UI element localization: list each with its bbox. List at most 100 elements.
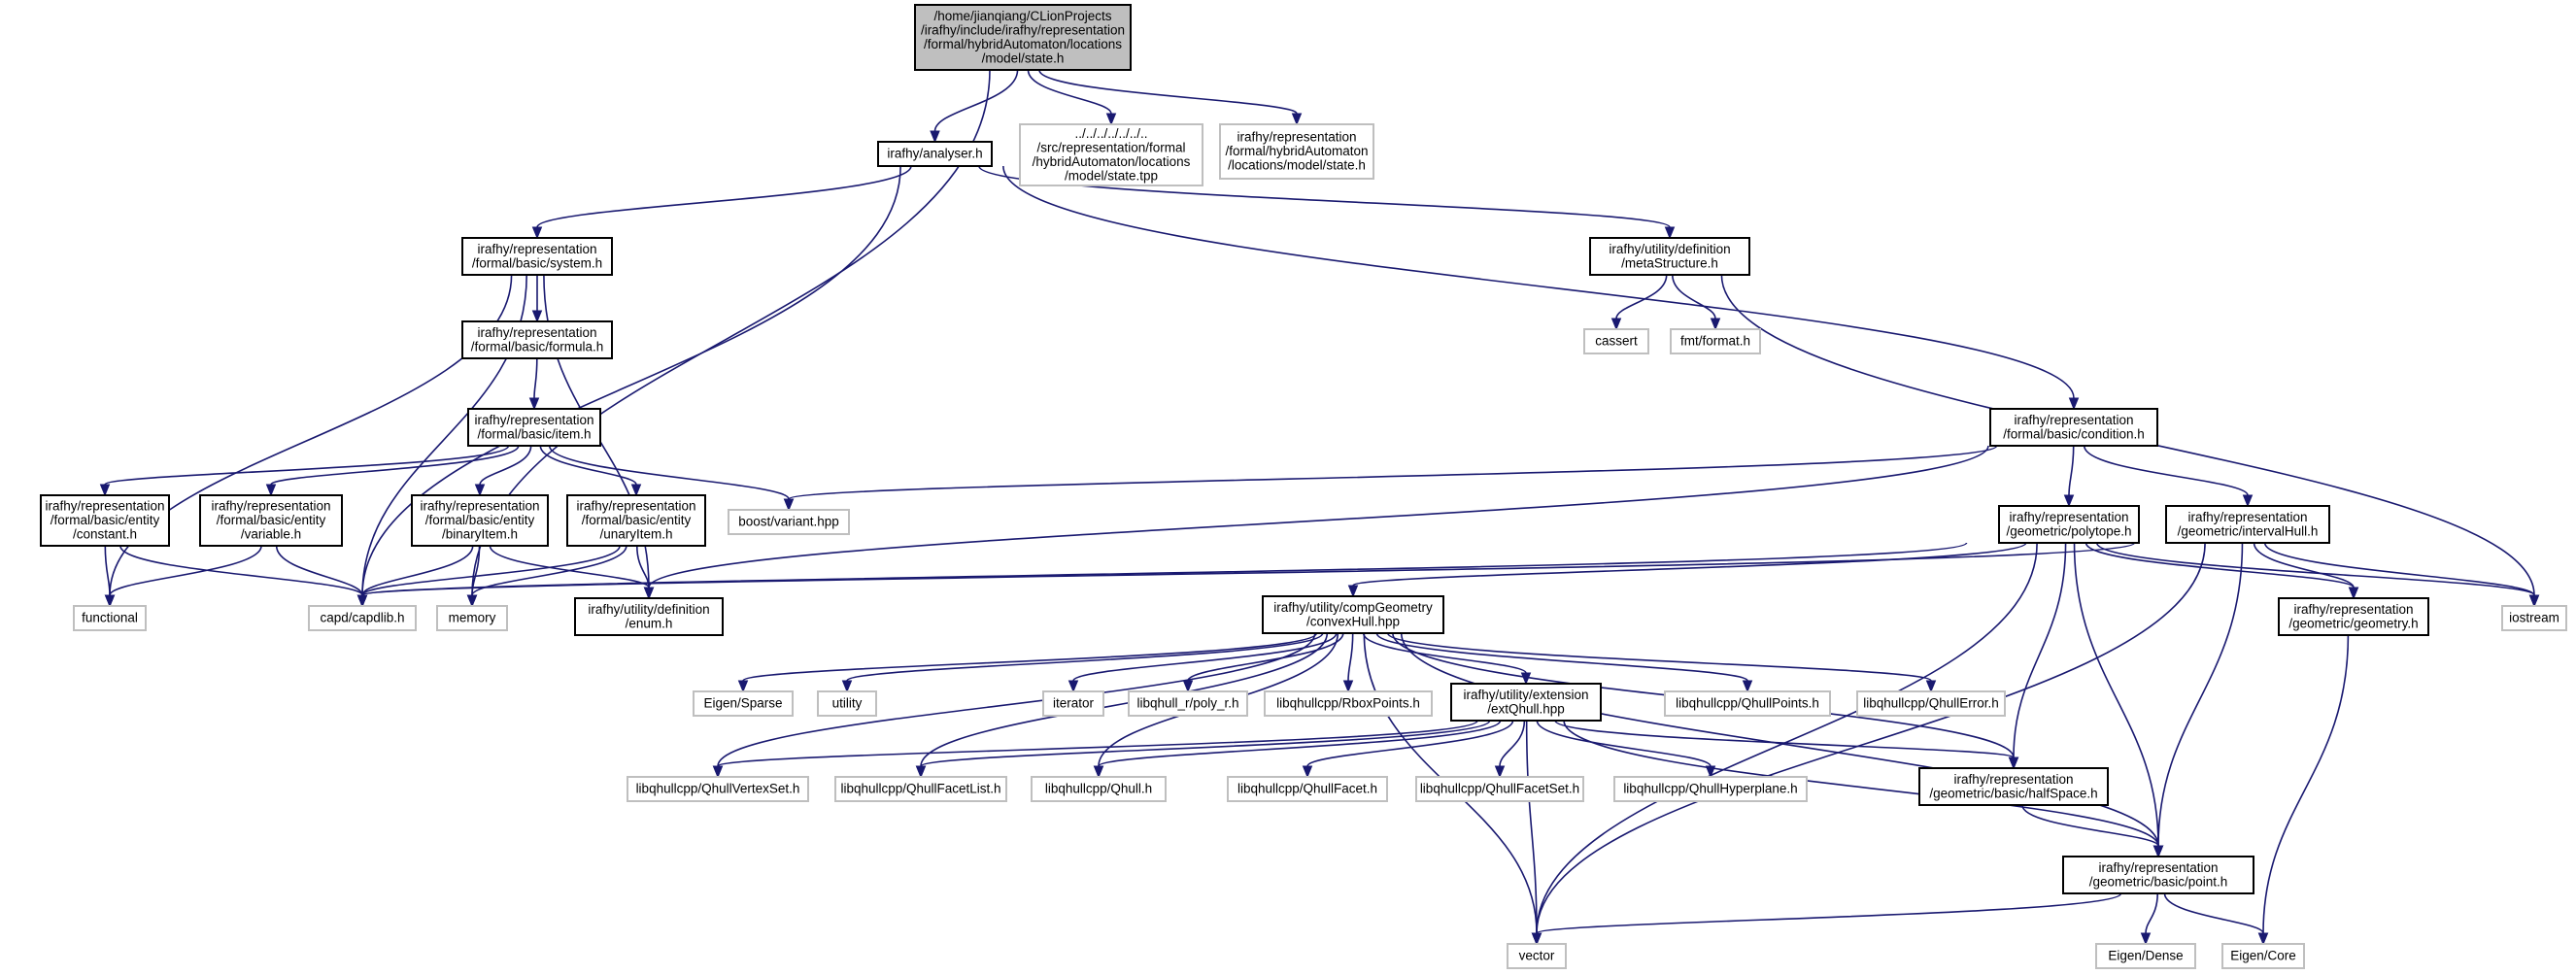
node-state-tpp[interactable]: ../../../../../../../src/representation/… (1019, 123, 1203, 186)
node-iostream[interactable]: iostream (2501, 605, 2567, 631)
node-label: libqhullcpp/QhullFacetSet.h (1420, 782, 1579, 796)
node-utility[interactable]: utility (817, 690, 877, 717)
node-eigen-dense[interactable]: Eigen/Dense (2095, 943, 2196, 969)
node-box (2165, 505, 2330, 544)
node-label: /geometric/polytope.h (2006, 523, 2131, 538)
node-box (461, 237, 613, 276)
edge-convexHull-to-utility (841, 632, 1324, 693)
node-rboxpoints[interactable]: libqhullcpp/RboxPoints.h (1264, 690, 1433, 717)
edge-convexHull-to-qhullpoints (1375, 632, 1753, 693)
node-label: irafhy/representation (45, 499, 164, 514)
node-box (1262, 595, 1444, 634)
node-poly-r[interactable]: libqhull_r/poly_r.h (1128, 690, 1248, 717)
edge-item-to-unaryItem (539, 445, 642, 497)
node-label: memory (449, 611, 496, 625)
node-analyser[interactable]: irafhy/analyser.h (877, 141, 993, 167)
node-label: libqhullcpp/QhullError.h (1863, 696, 1999, 711)
node-formula[interactable]: irafhy/representation/formal/basic/formu… (461, 320, 613, 359)
node-eigen-sparse[interactable]: Eigen/Sparse (693, 690, 794, 717)
node-cassert[interactable]: cassert (1583, 328, 1649, 354)
node-label: irafhy/representation (477, 242, 596, 256)
node-label: irafhy/utility/extension (1463, 688, 1588, 702)
node-point[interactable]: irafhy/representation/geometric/basic/po… (2062, 856, 2254, 894)
node-qhull[interactable]: libqhullcpp/Qhull.h (1031, 776, 1167, 802)
node-label: libqhullcpp/QhullHyperplane.h (1623, 782, 1797, 796)
node-label: /enum.h (626, 616, 673, 630)
node-label: irafhy/utility/compGeometry (1273, 600, 1433, 615)
node-enum[interactable]: irafhy/utility/definition/enum.h (574, 597, 724, 636)
node-label: functional (82, 611, 138, 625)
node-variable[interactable]: irafhy/representation/formal/basic/entit… (199, 494, 343, 547)
node-intervalHull[interactable]: irafhy/representation/geometric/interval… (2165, 505, 2330, 544)
node-system[interactable]: irafhy/representation/formal/basic/syste… (461, 237, 613, 276)
node-state-h[interactable]: /home/jianqiang/CLionProjects/irafhy/inc… (914, 4, 1132, 71)
node-box (461, 320, 613, 359)
node-metaStructure[interactable]: irafhy/utility/definition/metaStructure.… (1589, 237, 1750, 276)
edge-extQhull-to-qhullvertexset (712, 720, 1478, 779)
node-label: /formal/basic/entity (582, 513, 692, 527)
edge-extQhull-to-qhullfacetset (1494, 720, 1526, 779)
edge-formula-to-item (528, 357, 540, 411)
node-state-h2[interactable]: irafhy/representation/formal/hybridAutom… (1219, 123, 1374, 180)
node-box (1219, 123, 1374, 180)
node-box (1264, 690, 1433, 717)
node-binaryItem[interactable]: irafhy/representation/formal/basic/entit… (411, 494, 549, 547)
node-memory[interactable]: memory (436, 605, 508, 631)
node-label: irafhy/representation (2014, 413, 2133, 427)
node-halfSpace[interactable]: irafhy/representation/geometric/basic/ha… (1918, 767, 2109, 806)
edge-condition-to-polytope (2063, 445, 2075, 508)
node-label: irafhy/representation (474, 413, 593, 427)
node-qhullfacetset[interactable]: libqhullcpp/QhullFacetSet.h (1415, 776, 1584, 802)
node-label: irafhy/representation (2293, 602, 2413, 617)
node-condition[interactable]: irafhy/representation/formal/basic/condi… (1989, 408, 2158, 447)
node-label: /geometric/basic/halfSpace.h (1929, 786, 2097, 800)
edge-item-to-binaryItem (474, 445, 532, 497)
edge-intervalHull-to-geometry (2253, 542, 2359, 600)
node-iterator[interactable]: iterator (1042, 690, 1104, 717)
edge-point-to-eigen_dense (2140, 892, 2159, 946)
node-qhullhyperplane[interactable]: libqhullcpp/QhullHyperplane.h (1613, 776, 1808, 802)
node-qhullpoints[interactable]: libqhullcpp/QhullPoints.h (1664, 690, 1831, 717)
node-geometry[interactable]: irafhy/representation/geometric/geometry… (2278, 597, 2429, 636)
node-label: /formal/basic/item.h (477, 426, 591, 441)
node-label: irafhy/representation (1237, 130, 1356, 145)
node-eigen-core[interactable]: Eigen/Core (2221, 943, 2305, 969)
edge-state_h-to-state_h2 (1038, 69, 1303, 126)
node-label: Eigen/Dense (2108, 949, 2183, 963)
node-box (1613, 776, 1808, 802)
node-convexHull[interactable]: irafhy/utility/compGeometry/convexHull.h… (1262, 595, 1444, 634)
node-label: capd/capdlib.h (320, 611, 404, 625)
node-box (73, 605, 147, 631)
node-label: /binaryItem.h (442, 527, 518, 542)
edge-point-to-vector (1531, 892, 2122, 946)
edge-item-to-variable (265, 445, 520, 497)
edge-state_h-to-state_tpp (1027, 69, 1117, 126)
node-box (574, 597, 724, 636)
node-label: irafhy/representation (576, 499, 695, 514)
node-functional[interactable]: functional (73, 605, 147, 631)
node-constant[interactable]: irafhy/representation/formal/basic/entit… (40, 494, 170, 547)
node-box (308, 605, 417, 631)
node-vector[interactable]: vector (1507, 943, 1567, 969)
edge-convexHull-to-rboxpoints (1342, 632, 1354, 693)
node-qhullfacet[interactable]: libqhullcpp/QhullFacet.h (1227, 776, 1388, 802)
node-fmt[interactable]: fmt/format.h (1670, 328, 1761, 354)
edge-constant-to-capdlib (119, 545, 368, 608)
node-boost-variant[interactable]: boost/variant.hpp (728, 509, 850, 535)
node-box (411, 494, 549, 547)
node-box (40, 494, 170, 547)
node-item[interactable]: irafhy/representation/formal/basic/item.… (467, 408, 601, 447)
node-qhullfacetlist[interactable]: libqhullcpp/QhullFacetList.h (834, 776, 1007, 802)
edge-analyser-to-system (531, 165, 912, 240)
node-polytope[interactable]: irafhy/representation/geometric/polytope… (1998, 505, 2140, 544)
node-extQhull[interactable]: irafhy/utility/extension/extQhull.hpp (1450, 683, 1602, 722)
node-qhullvertexset[interactable]: libqhullcpp/QhullVertexSet.h (627, 776, 809, 802)
node-capdlib[interactable]: capd/capdlib.h (308, 605, 417, 631)
edge-extQhull-to-vector (1525, 720, 1542, 946)
node-label: utility (832, 696, 863, 711)
edge-metaStructure-to-fmt (1672, 274, 1721, 331)
node-label: /geometric/basic/point.h (2089, 874, 2228, 889)
node-qhullerror[interactable]: libqhullcpp/QhullError.h (1856, 690, 2006, 717)
node-label: iostream (2509, 611, 2559, 625)
node-unaryItem[interactable]: irafhy/representation/formal/basic/entit… (566, 494, 706, 547)
